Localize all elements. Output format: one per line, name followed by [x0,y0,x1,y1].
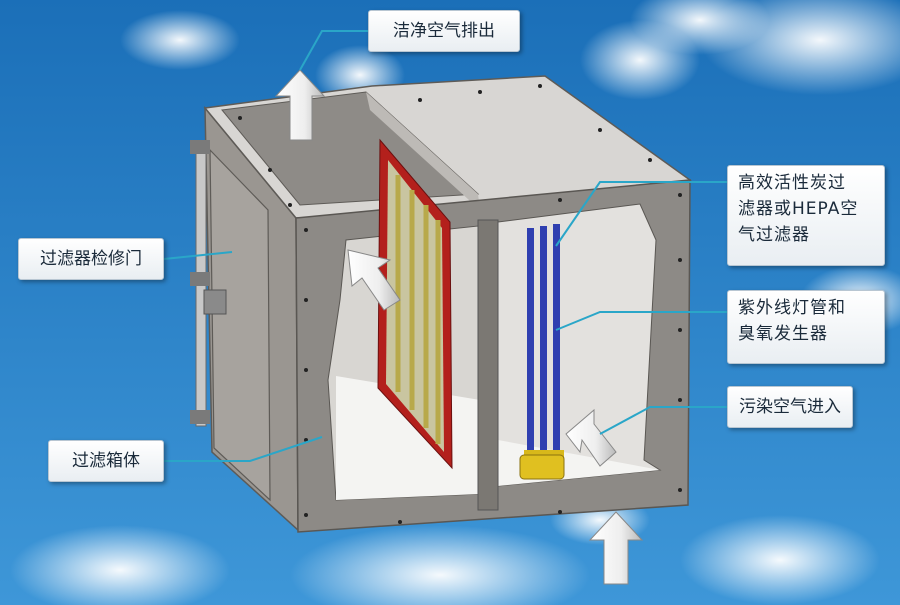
arrow-internal-up [347,249,401,311]
label-filter-box: 过滤箱体 [48,440,164,482]
center-divider [477,219,499,511]
label-clean-air-out: 洁净空气排出 [368,10,520,52]
airflow-arrows [274,69,644,585]
label-clean-air-out-text: 洁净空气排出 [393,21,495,41]
uv-lamps [519,224,565,480]
label-polluted-air-in: 污染空气进入 [727,386,853,428]
ozone-generator [519,454,565,480]
label-access-door-text: 过滤器检修门 [40,249,142,269]
label-filter-line-3: 气过滤器 [738,225,810,245]
arrow-exhaust [274,69,326,141]
arrow-intake [588,511,644,585]
label-filter-line-2: 滤器或HEPA空 [738,199,859,219]
access-door [209,148,271,502]
label-uv-line-2: 臭氧发生器 [738,324,828,344]
carbon-filter [377,138,453,470]
label-carbon-hepa-filter: 高效活性炭过 滤器或HEPA空 气过滤器 [727,165,885,266]
label-filter-box-text: 过滤箱体 [72,451,140,471]
label-uv-ozone: 紫外线灯管和 臭氧发生器 [727,290,885,364]
label-filter-line-1: 高效活性炭过 [738,173,846,193]
arrow-internal-flow [565,408,617,467]
label-polluted-air-in-text: 污染空气进入 [739,397,841,417]
leader-lines [163,30,727,462]
label-access-door: 过滤器检修门 [18,238,164,280]
door-latch [203,289,227,315]
rivets [238,84,682,524]
label-uv-line-1: 紫外线灯管和 [738,298,846,318]
